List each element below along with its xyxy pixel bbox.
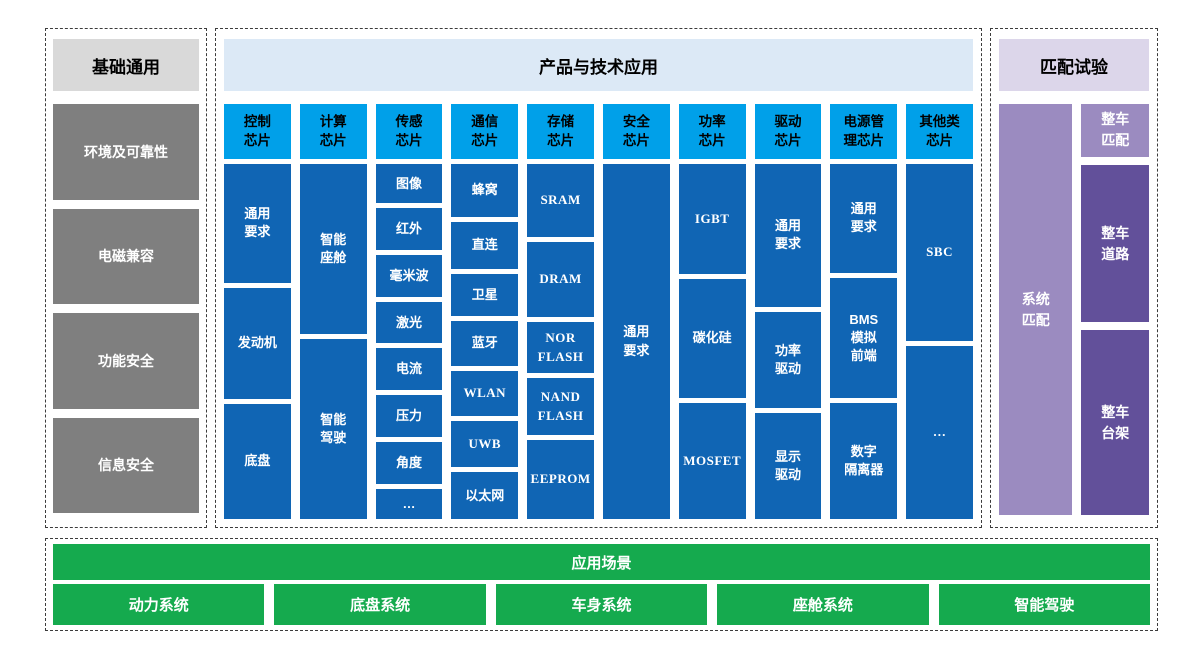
basic-general-title: 基础通用 (53, 39, 199, 91)
scenario-powertrain: 动力系统 (53, 584, 265, 625)
chip-cell: 压力 (375, 394, 443, 438)
chip-cell: 通用 要求 (830, 164, 898, 273)
application-scenarios-panel: 应用场景 动力系统 底盘系统 车身系统 座舱系统 智能驾驶 (45, 538, 1158, 631)
scenario-cockpit: 座舱系统 (717, 584, 929, 625)
chip-cell: MOSFET (678, 402, 746, 519)
column-memory-chip: 存储 芯片 SRAM DRAM NOR FLASH NAND FLASH EEP… (527, 104, 594, 519)
vehicle-bench-box: 整车 台架 (1081, 330, 1149, 515)
chip-cell: 毫米波 (375, 254, 443, 298)
chip-cell: 智能 座舱 (299, 164, 367, 334)
column-header: 通信 芯片 (451, 104, 519, 159)
chip-cell: 以太网 (451, 472, 519, 519)
chip-cell: SRAM (527, 164, 594, 237)
chip-cell: … (375, 488, 443, 520)
chip-cell: EEPROM (527, 439, 594, 519)
basic-item-information-security: 信息安全 (53, 417, 199, 513)
column-power-chip: 功率 芯片 IGBT 碳化硅 MOSFET (678, 104, 746, 519)
chip-cell: 通用 要求 (602, 164, 670, 519)
chip-cell: 通用 要求 (224, 164, 291, 283)
vehicle-matching-stack: 整车 匹配 整车 道路 整车 台架 (1081, 104, 1149, 515)
chip-cell: 智能 驾驶 (299, 338, 367, 519)
chip-cell: 碳化硅 (678, 279, 746, 398)
column-header: 电源管 理芯片 (830, 104, 898, 159)
column-other-chip: 其他类 芯片 SBC … (906, 104, 973, 519)
column-control-chip: 控制 芯片 通用 要求 发动机 底盘 (224, 104, 291, 519)
top-row: 基础通用 环境及可靠性 电磁兼容 功能安全 信息安全 产品与技术应用 控制 芯片… (45, 28, 1158, 528)
column-header: 其他类 芯片 (906, 104, 973, 159)
column-header: 存储 芯片 (527, 104, 594, 159)
chip-cell: DRAM (527, 241, 594, 317)
chip-cell: 激光 (375, 302, 443, 344)
chip-cell: NOR FLASH (527, 321, 594, 374)
basic-item-emc: 电磁兼容 (53, 208, 199, 304)
column-security-chip: 安全 芯片 通用 要求 (602, 104, 670, 519)
matching-test-title: 匹配试验 (999, 39, 1149, 91)
column-header: 功率 芯片 (678, 104, 746, 159)
vehicle-matching-box: 整车 匹配 (1081, 104, 1149, 157)
basic-general-panel: 基础通用 环境及可靠性 电磁兼容 功能安全 信息安全 (45, 28, 207, 528)
chip-columns: 控制 芯片 通用 要求 发动机 底盘 计算 芯片 智能 座舱 智能 驾驶 传 (224, 104, 973, 520)
chip-cell: 蜂窝 (451, 164, 519, 217)
chip-cell: BMS 模拟 前端 (830, 277, 898, 399)
chip-cell: 卫星 (451, 274, 519, 316)
chip-cell: 底盘 (224, 404, 291, 519)
chip-cell: 直连 (451, 221, 519, 270)
column-header: 计算 芯片 (299, 104, 367, 159)
column-communication-chip: 通信 芯片 蜂窝 直连 卫星 蓝牙 WLAN UWB 以太网 (451, 104, 519, 519)
basic-general-stack: 环境及可靠性 电磁兼容 功能安全 信息安全 (53, 104, 199, 513)
scenario-body: 车身系统 (495, 584, 708, 625)
chip-cell: NAND FLASH (527, 378, 594, 435)
chip-cell: 发动机 (224, 287, 291, 399)
basic-item-functional-safety: 功能安全 (53, 313, 199, 409)
scenario-intelligent-driving: 智能驾驶 (938, 584, 1151, 625)
column-header: 驱动 芯片 (754, 104, 822, 159)
column-driver-chip: 驱动 芯片 通用 要求 功率 驱动 显示 驱动 (754, 104, 822, 519)
chip-cell: WLAN (451, 371, 519, 416)
column-header: 安全 芯片 (602, 104, 670, 159)
chip-cell: 蓝牙 (451, 320, 519, 367)
chip-cell: … (906, 346, 973, 519)
chip-cell: 红外 (375, 208, 443, 250)
product-technology-title: 产品与技术应用 (224, 39, 973, 91)
chip-cell: 角度 (375, 442, 443, 484)
chip-cell: 显示 驱动 (754, 413, 822, 519)
application-scenarios-title: 应用场景 (53, 544, 1150, 580)
chip-cell: 电流 (375, 348, 443, 390)
column-computing-chip: 计算 芯片 智能 座舱 智能 驾驶 (299, 104, 367, 519)
chip-cell: 图像 (375, 164, 443, 204)
chip-cell: 功率 驱动 (754, 311, 822, 409)
matching-test-body: 系统 匹配 整车 匹配 整车 道路 整车 台架 (999, 104, 1149, 515)
vehicle-road-box: 整车 道路 (1081, 164, 1149, 323)
standards-diagram: 基础通用 环境及可靠性 电磁兼容 功能安全 信息安全 产品与技术应用 控制 芯片… (45, 28, 1158, 631)
matching-test-panel: 匹配试验 系统 匹配 整车 匹配 整车 道路 整车 台架 (990, 28, 1158, 528)
column-sensor-chip: 传感 芯片 图像 红外 毫米波 激光 电流 压力 角度 … (375, 104, 443, 520)
chip-cell: UWB (451, 420, 519, 468)
column-header: 传感 芯片 (375, 104, 443, 159)
product-technology-panel: 产品与技术应用 控制 芯片 通用 要求 发动机 底盘 计算 芯片 智能 座舱 智… (215, 28, 982, 528)
system-matching-box: 系统 匹配 (999, 104, 1073, 515)
basic-item-environment-reliability: 环境及可靠性 (53, 104, 199, 200)
chip-cell: IGBT (678, 164, 746, 275)
column-power-management-chip: 电源管 理芯片 通用 要求 BMS 模拟 前端 数字 隔离器 (830, 104, 898, 519)
chip-cell: 数字 隔离器 (830, 403, 898, 519)
scenario-chassis: 底盘系统 (274, 584, 486, 625)
column-header: 控制 芯片 (224, 104, 291, 159)
chip-cell: SBC (906, 164, 973, 342)
chip-cell: 通用 要求 (754, 164, 822, 307)
application-scenarios-row: 动力系统 底盘系统 车身系统 座舱系统 智能驾驶 (53, 584, 1151, 625)
